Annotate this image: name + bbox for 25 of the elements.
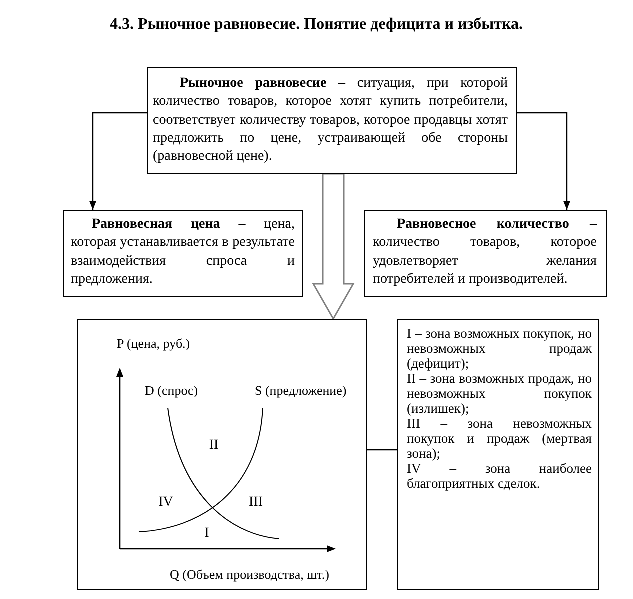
block-arrow (312, 173, 355, 321)
curve-label: S (предложение) (255, 383, 347, 399)
zone-description: I – зона возможных покупок, но невозможных продаж (дефицит); (407, 326, 592, 371)
chart-panel (77, 319, 367, 590)
definition-panel (147, 67, 517, 174)
zone-label: IV (158, 495, 174, 511)
definition-panel (63, 210, 303, 297)
zone-description: II – зона возможных продаж, но невозможных покупок (излишек); (407, 371, 592, 416)
definition-text: Равновесная цена – цена, которая устанавливается в результате взаимодействия спроса и предложения. (71, 216, 295, 289)
curve-label: D (спрос) (145, 383, 198, 399)
axis-label: Q (Объем производства, шт.) (170, 567, 330, 583)
definition-text: Рыночное равновесие – ситуация, при которой количество товаров, которое хотят купить потребители, соответствует количеству товаров, которое продавцы хотят предложить по цене, устраивающей обе стороны (равновесной цене). (153, 75, 508, 166)
title: 4.3. Рыночное равновесие. Понятие дефицита и избытка. (110, 15, 523, 35)
arrow (517, 112, 571, 210)
arrow (89, 112, 147, 210)
zone-description: IV – зона наиболее благоприятных сделок. (407, 461, 592, 491)
zone-list-panel (397, 319, 599, 590)
zone-label: II (209, 438, 219, 454)
zone-description: III – зона невозможных покупок и продаж (мертвая зона); (407, 416, 592, 461)
connector-line (367, 449, 397, 451)
definition-text: Равновесное количество – количество товаров, которое удовлетворяет желания потребителей и производителей. (373, 216, 597, 289)
definition-panel (364, 210, 607, 297)
zone-label: I (204, 526, 210, 542)
zone-label: III (249, 495, 263, 511)
axis-label: P (цена, руб.) (117, 336, 190, 352)
